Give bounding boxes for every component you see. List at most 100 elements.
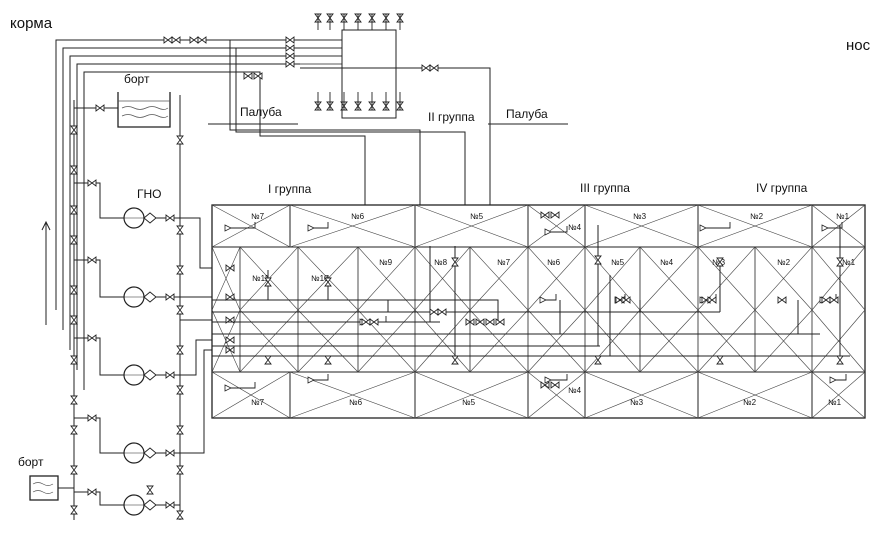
- valve-icon: [165, 214, 175, 222]
- tank-label: №4: [660, 258, 674, 267]
- tank-label: №3: [630, 398, 644, 407]
- valve-icon: [264, 355, 272, 365]
- tank-label: №2: [777, 258, 791, 267]
- valve-icon: [87, 334, 97, 342]
- tank-label: №6: [351, 212, 365, 221]
- suction-head: [307, 376, 315, 384]
- valve-icon: [87, 179, 97, 187]
- tank-label: №8: [434, 258, 448, 267]
- valve-icon: [176, 225, 184, 235]
- group-label-1: I группа: [268, 182, 312, 196]
- valve-icon: [243, 72, 253, 80]
- valve-icon: [70, 315, 78, 325]
- valve-icon: [70, 425, 78, 435]
- tank-brace: [414, 309, 471, 373]
- side-label-bottom: борт: [18, 455, 44, 469]
- filter-icon: [143, 291, 157, 303]
- tank-brace: [289, 204, 416, 248]
- tank-brace: [811, 371, 866, 419]
- tank-label: №7: [251, 398, 265, 407]
- pump-label: ГНО: [137, 187, 162, 201]
- tank-label: №1: [842, 258, 856, 267]
- tank-brace: [357, 309, 416, 373]
- suction-head: [699, 224, 707, 232]
- tank-label: №1: [836, 212, 850, 221]
- tank-brace: [639, 309, 699, 373]
- valve-icon: [70, 505, 78, 515]
- stern-label: корма: [10, 15, 53, 32]
- valve-icon: [369, 318, 379, 326]
- group-label-3: III группа: [580, 181, 630, 195]
- valve-icon: [285, 52, 295, 60]
- valve-icon: [836, 257, 844, 267]
- filter-icon: [143, 212, 157, 224]
- valve-icon: [836, 355, 844, 365]
- tank-label: №4: [568, 386, 582, 395]
- suction-head: [544, 228, 552, 236]
- valve-icon: [716, 355, 724, 365]
- valve-icon: [70, 165, 78, 175]
- valve-icon: [70, 235, 78, 245]
- tank-brace: [697, 309, 756, 373]
- valve-icon: [189, 36, 199, 44]
- valve-icon: [176, 265, 184, 275]
- valve-icon: [197, 36, 207, 44]
- drain-pipe: [545, 226, 568, 233]
- tank-brace: [584, 246, 641, 311]
- tank-brace: [754, 309, 813, 373]
- valve-icon: [87, 256, 97, 264]
- valve-icon: [176, 465, 184, 475]
- drain-pipe: [225, 222, 256, 229]
- valve-icon: [165, 449, 175, 457]
- tank-brace: [811, 204, 866, 248]
- side-tank-bottom: [29, 475, 59, 501]
- group-label-4: IV группа: [756, 181, 808, 195]
- suction-head: [224, 224, 232, 232]
- valve-icon: [716, 257, 724, 267]
- tank-drain-pipes: [224, 222, 847, 392]
- tank-brace: [527, 204, 586, 248]
- tank-label: №3: [633, 212, 647, 221]
- valve-icon: [225, 346, 235, 354]
- drain-pipe: [545, 374, 568, 381]
- pump-group: [123, 207, 157, 516]
- valve-icon: [70, 285, 78, 295]
- valve-icon: [451, 257, 459, 267]
- valve-icon: [225, 264, 235, 272]
- tank-label: №7: [251, 212, 265, 221]
- suction-head: [224, 384, 232, 392]
- valve-icon: [146, 485, 154, 495]
- tank-brace: [239, 309, 299, 373]
- suction-head: [829, 376, 837, 384]
- suction-head: [544, 376, 552, 384]
- valve-group: [70, 13, 844, 520]
- valve-icon: [176, 135, 184, 145]
- valve-icon: [225, 293, 235, 301]
- tank-brace: [697, 204, 813, 248]
- valve-icon: [225, 336, 235, 344]
- bow-label: нос: [846, 37, 871, 54]
- tank-brace: [584, 371, 699, 419]
- tank-brace: [811, 309, 866, 373]
- tank-label: №5: [470, 212, 484, 221]
- valve-icon: [70, 355, 78, 365]
- tank-label: №1: [828, 398, 842, 407]
- manifold-body: [341, 29, 397, 119]
- deck-label-left: Палуба: [240, 105, 282, 119]
- valve-icon: [451, 355, 459, 365]
- tank-brace: [289, 371, 416, 419]
- tank-brace: [754, 246, 813, 311]
- valve-icon: [285, 36, 295, 44]
- valve-icon: [421, 64, 431, 72]
- valve-icon: [70, 465, 78, 475]
- tank-brace: [697, 371, 813, 419]
- valve-icon: [495, 318, 505, 326]
- valve-icon: [87, 414, 97, 422]
- valve-icon: [777, 296, 787, 304]
- tank-brace: [639, 246, 699, 311]
- tank-brace: [527, 246, 586, 311]
- tank-label: №2: [750, 212, 764, 221]
- tank-label: №6: [547, 258, 561, 267]
- group-label-2: II группа: [428, 110, 475, 124]
